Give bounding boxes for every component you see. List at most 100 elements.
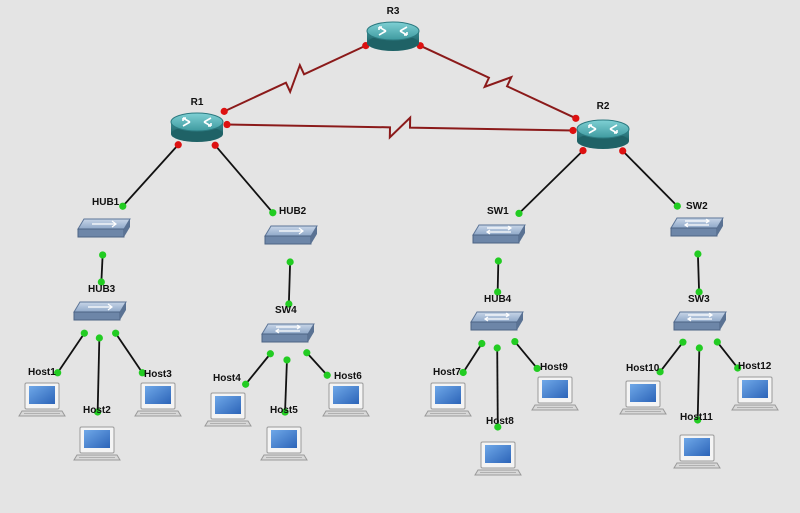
ethernet-link-R2-SW1[interactable] <box>518 149 584 215</box>
port-up-dot-Host12 <box>734 364 742 372</box>
port-up-dot-HUB1 <box>99 251 107 259</box>
host-Host10[interactable] <box>619 380 667 415</box>
host-Host8[interactable] <box>474 441 522 476</box>
host-label-Host12: Host12 <box>738 361 772 372</box>
host-Host3[interactable] <box>134 382 182 417</box>
switch-SW4[interactable] <box>261 323 315 343</box>
host-label-Host3: Host3 <box>144 369 172 380</box>
computer-icon <box>424 382 472 417</box>
router-R3[interactable] <box>366 21 420 51</box>
router-label-R2: R2 <box>597 101 610 112</box>
ethernet-link-SW4-Host6[interactable] <box>306 352 328 376</box>
ethernet-link-SW4-Host4[interactable] <box>244 353 272 385</box>
ethernet-link-HUB4-Host8[interactable] <box>496 347 499 428</box>
ethernet-link-HUB3-Host3[interactable] <box>114 332 144 374</box>
host-label-Host1: Host1 <box>28 367 56 378</box>
computer-icon <box>73 426 121 461</box>
port-up-dot-SW1 <box>494 257 502 265</box>
computer-icon <box>619 380 667 415</box>
ethernet-link-HUB1-HUB3[interactable] <box>100 254 104 283</box>
port-up-dot-Host6 <box>323 371 331 379</box>
port-up-dot-HUB3 <box>112 329 120 337</box>
port-up-dot-SW4 <box>283 356 291 364</box>
ethernet-link-R1-HUB1[interactable] <box>122 144 179 207</box>
switch-SW1[interactable] <box>472 224 526 244</box>
ethernet-link-HUB3-Host1[interactable] <box>56 332 86 374</box>
host-Host12[interactable] <box>731 376 779 411</box>
port-up-dot-HUB1 <box>119 202 127 210</box>
computer-icon <box>531 376 579 411</box>
hub-label-HUB1: HUB1 <box>92 197 120 208</box>
ethernet-link-R2-SW2[interactable] <box>622 150 678 207</box>
host-Host9[interactable] <box>531 376 579 411</box>
ethernet-link-HUB4-Host9[interactable] <box>514 340 538 370</box>
host-label-Host5: Host5 <box>270 405 298 416</box>
router-arrows-icon <box>588 124 618 134</box>
hub-HUB1[interactable] <box>77 218 131 238</box>
port-up-dot-Host7 <box>459 368 467 377</box>
host-label-Host2: Host2 <box>83 405 111 416</box>
hub-arrows-icon <box>279 227 304 235</box>
port-up-dot-SW2 <box>694 250 702 258</box>
ethernet-link-SW2-SW3[interactable] <box>696 253 701 293</box>
host-label-Host6: Host6 <box>334 371 362 382</box>
switch-label-HUB4: HUB4 <box>484 294 512 305</box>
switch-HUB4[interactable] <box>470 311 524 331</box>
serial-link-R3-R2[interactable] <box>419 44 577 120</box>
router-R2[interactable] <box>576 119 630 149</box>
port-up-dot-Host4 <box>242 380 250 388</box>
ethernet-link-HUB2-SW4[interactable] <box>287 261 292 305</box>
host-Host6[interactable] <box>322 382 370 417</box>
port-up-dot-SW3 <box>679 338 687 346</box>
switch-label-SW4: SW4 <box>275 305 297 316</box>
switch-arrows-icon <box>683 218 711 228</box>
switch-SW3[interactable] <box>673 311 727 331</box>
router-port-dot-R2 <box>569 126 577 135</box>
host-label-Host7: Host7 <box>433 367 461 378</box>
host-Host1[interactable] <box>18 382 66 417</box>
serial-link-R1-R2[interactable] <box>226 115 574 140</box>
ethernet-link-SW3-Host10[interactable] <box>659 341 684 373</box>
ethernet-link-HUB3-Host2[interactable] <box>96 337 101 413</box>
router-label-R3: R3 <box>387 6 400 17</box>
ethernet-link-SW3-Host11[interactable] <box>696 347 701 421</box>
switch-arrows-icon <box>483 312 511 322</box>
switch-label-SW2: SW2 <box>686 201 708 212</box>
ethernet-link-R1-HUB2[interactable] <box>214 144 274 214</box>
router-port-dot-R2 <box>572 114 580 122</box>
port-up-dot-Host10 <box>656 368 664 376</box>
hub-HUB3[interactable] <box>73 301 127 321</box>
port-up-dot-Host3 <box>138 369 146 377</box>
serial-link-R1-R3[interactable] <box>223 44 367 113</box>
port-up-dot-SW4 <box>285 300 293 308</box>
router-port-dot-R1 <box>211 141 219 149</box>
host-label-Host4: Host4 <box>213 373 241 384</box>
ethernet-link-SW4-Host5[interactable] <box>284 359 288 413</box>
port-up-dot-SW3 <box>695 288 703 296</box>
port-up-dot-HUB4 <box>478 339 486 348</box>
links-layer <box>56 44 739 428</box>
host-Host7[interactable] <box>424 382 472 417</box>
port-up-dot-Host1 <box>54 369 62 377</box>
router-R1[interactable] <box>170 112 224 142</box>
hub-arrows-icon <box>88 303 113 311</box>
computer-icon <box>474 441 522 476</box>
computer-icon <box>731 376 779 411</box>
host-Host2[interactable] <box>73 426 121 461</box>
ethernet-link-HUB4-Host7[interactable] <box>462 343 483 373</box>
port-up-dot-Host11 <box>694 416 702 424</box>
ethernet-link-SW3-Host12[interactable] <box>716 341 739 369</box>
router-port-dot-R2 <box>579 147 587 155</box>
host-Host11[interactable] <box>673 434 721 469</box>
switch-label-SW3: SW3 <box>688 294 710 305</box>
port-up-dot-HUB4 <box>493 344 501 352</box>
computer-icon <box>204 392 252 427</box>
port-up-dot-HUB2 <box>269 209 277 217</box>
hub-HUB2[interactable] <box>264 225 318 245</box>
port-up-dot-HUB2 <box>286 258 294 266</box>
host-Host4[interactable] <box>204 392 252 427</box>
ethernet-link-SW1-HUB4[interactable] <box>496 260 500 293</box>
switch-SW2[interactable] <box>670 217 724 237</box>
host-Host5[interactable] <box>260 426 308 461</box>
